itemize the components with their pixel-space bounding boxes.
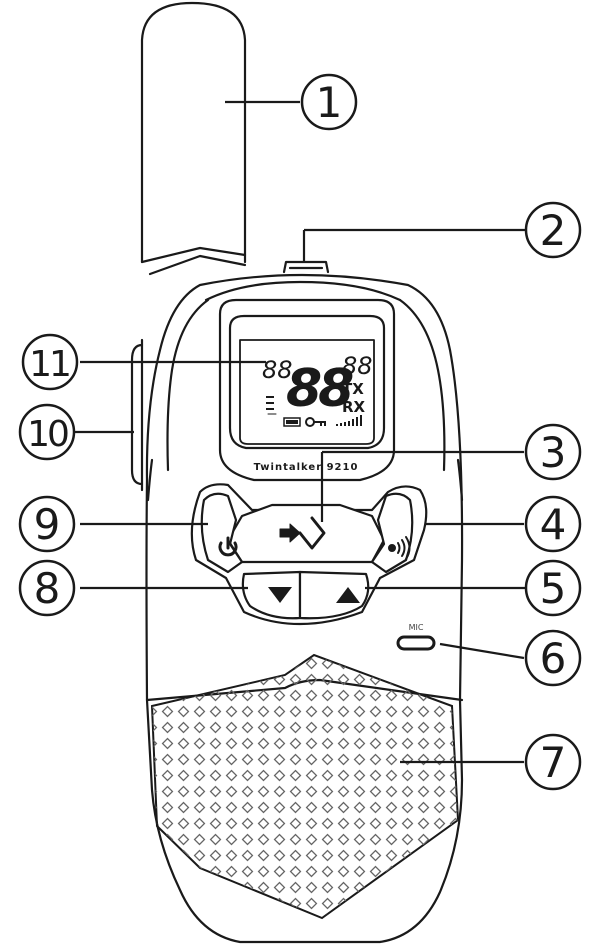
callout-number: 5 <box>540 564 567 613</box>
menu-enter-icon <box>279 516 326 550</box>
callout-number: 9 <box>34 500 61 549</box>
callout-1: 1 <box>300 73 358 131</box>
callout-9: 9 <box>18 495 76 553</box>
battery-icon <box>283 417 301 427</box>
callout-8: 8 <box>18 559 76 617</box>
callout-number: 3 <box>540 428 567 477</box>
callout-10: 10 <box>18 403 76 461</box>
power-icon <box>218 536 238 557</box>
microphone <box>396 635 436 651</box>
mic-label: MIC <box>409 623 424 632</box>
callout-leaders <box>74 100 525 764</box>
down-arrow-icon <box>268 587 292 603</box>
callout-11: 11 <box>21 333 79 391</box>
lcd-content: 88 88 88 TX RX <box>262 352 373 427</box>
callout-number: 2 <box>540 206 567 255</box>
callout-number: 7 <box>540 738 567 787</box>
callout-number: 4 <box>540 500 567 549</box>
lcd-rx: RX <box>342 398 366 416</box>
callout-4: 4 <box>524 495 582 553</box>
callout-number: 1 <box>316 78 343 127</box>
callout-number: 8 <box>34 564 61 613</box>
callout-2: 2 <box>524 201 582 259</box>
callout-6: 6 <box>524 629 582 687</box>
callout-number: 11 <box>29 344 69 385</box>
lcd-tx: TX <box>342 380 364 398</box>
call-icon <box>388 536 411 560</box>
up-arrow-icon <box>336 587 360 603</box>
signal-strength-icon <box>336 415 362 426</box>
lcd-right-digits: 88 <box>342 352 373 380</box>
key-lock-icon <box>305 417 326 427</box>
callout-5: 5 <box>524 559 582 617</box>
lcd-left-digits: 88 <box>262 356 293 384</box>
ptt-button <box>130 338 144 492</box>
callout-number: 10 <box>27 414 68 455</box>
top-connector <box>282 260 330 274</box>
lcd-main-digits: 88 <box>286 359 353 419</box>
model-label: Twintalker 9210 <box>254 462 359 473</box>
down-button <box>241 570 302 620</box>
callout-number: 6 <box>540 634 567 683</box>
call-button <box>370 492 414 574</box>
callout-3: 3 <box>524 423 582 481</box>
display-bezel <box>218 298 396 482</box>
up-button <box>298 570 370 620</box>
callout-7: 7 <box>524 733 582 791</box>
lcd-indicator-marks <box>266 396 274 410</box>
antenna <box>140 1 247 276</box>
menu-button <box>226 503 386 564</box>
